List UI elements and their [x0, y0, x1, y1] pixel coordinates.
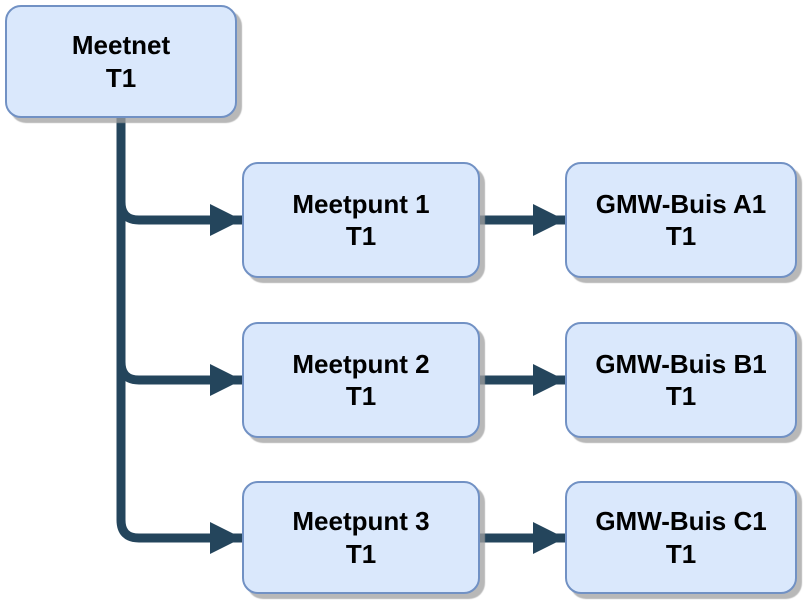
node-gmw-buis-a1: GMW-Buis A1 T1: [565, 162, 797, 278]
node-title: Meetpunt 1: [292, 188, 430, 219]
edge-meetnet-meetpunt-3: [116, 118, 242, 554]
node-title: GMW-Buis A1: [595, 188, 767, 219]
node-subtitle: T1: [665, 221, 697, 251]
node-subtitle: T1: [665, 381, 697, 411]
node-meetpunt-2: Meetpunt 2 T1: [242, 322, 480, 438]
node-title: Meetpunt 3: [292, 506, 430, 536]
node-title: GMW-Buis C1: [595, 506, 767, 536]
node-gmw-buis-c1: GMW-Buis C1 T1: [565, 481, 797, 594]
node-subtitle: T1: [345, 381, 377, 411]
node-subtitle: T1: [665, 538, 697, 569]
node-title: Meetnet: [71, 30, 171, 60]
node-meetpunt-3: Meetpunt 3 T1: [242, 481, 480, 594]
node-title: Meetpunt 2: [292, 348, 430, 379]
node-title: GMW-Buis B1: [595, 348, 767, 379]
node-subtitle: T1: [105, 62, 137, 93]
node-subtitle: T1: [345, 221, 377, 251]
node-meetpunt-1: Meetpunt 1 T1: [242, 162, 480, 278]
edge-meetnet-meetpunt-1: [116, 118, 242, 236]
node-meetnet: Meetnet T1: [5, 5, 237, 118]
edge-meetnet-meetpunt-2: [116, 118, 242, 396]
node-gmw-buis-b1: GMW-Buis B1 T1: [565, 322, 797, 438]
node-subtitle: T1: [345, 538, 377, 569]
